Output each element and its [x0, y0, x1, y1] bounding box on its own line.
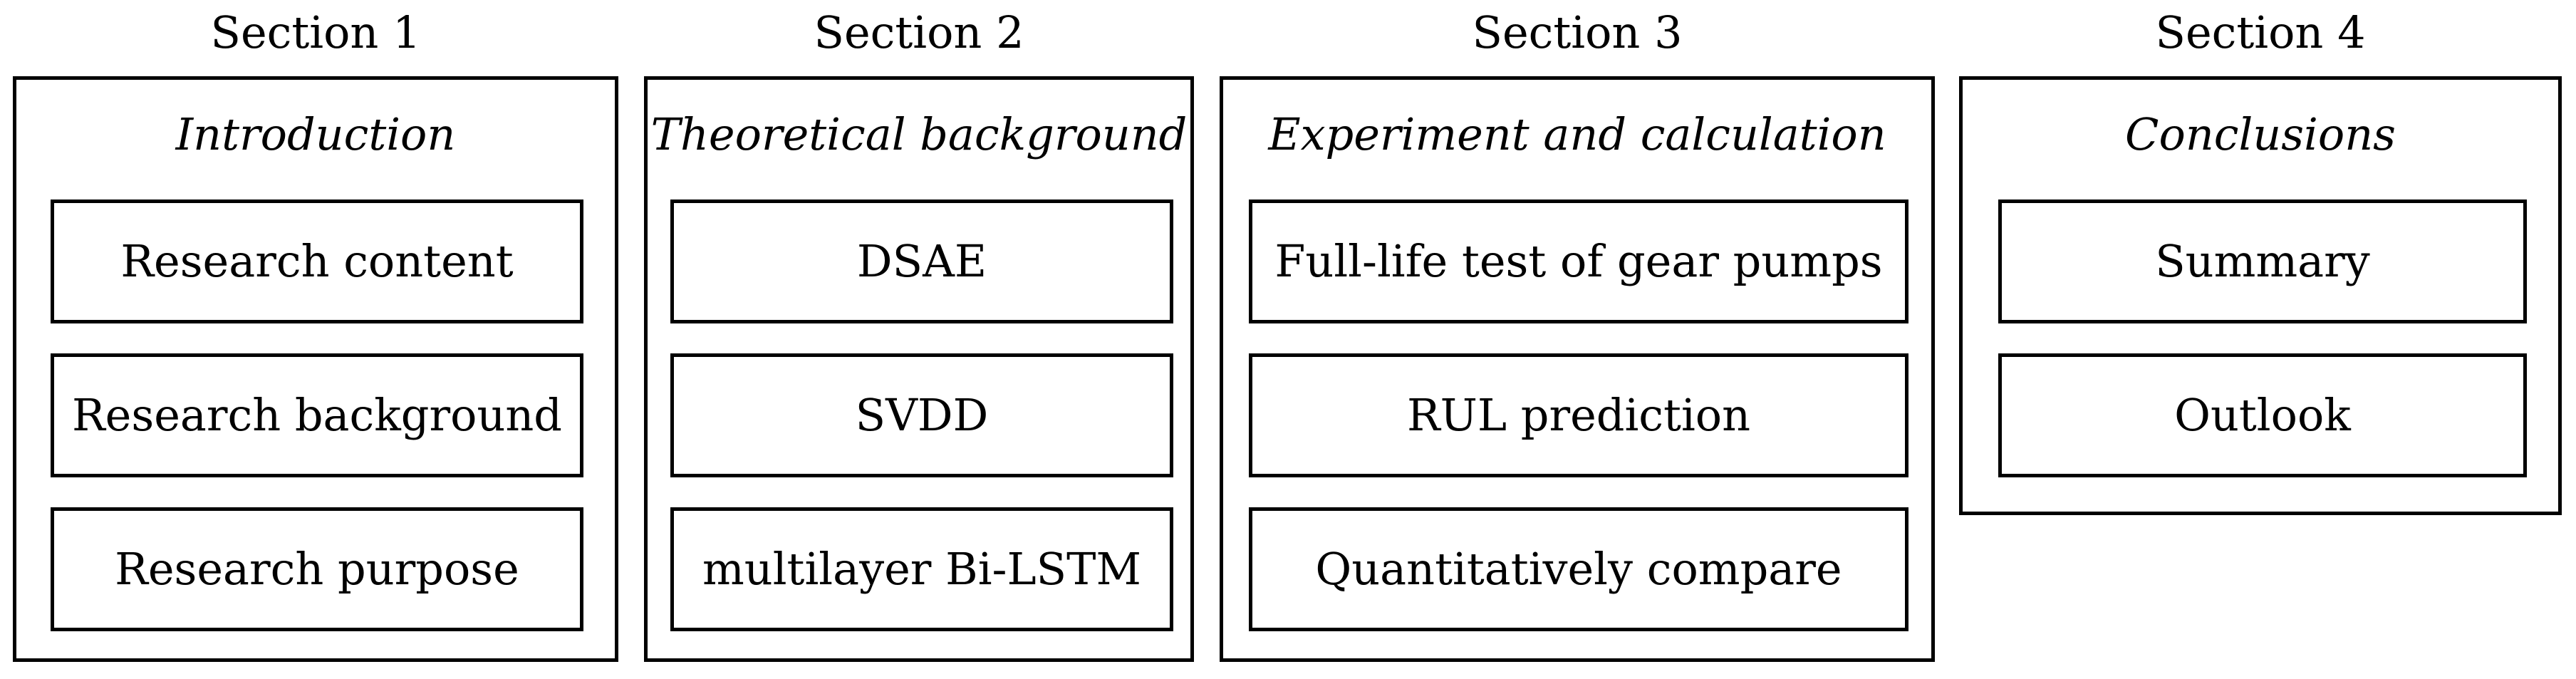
section-1-item-research-background: Research background	[51, 353, 583, 477]
section-1-subtitle: Introduction	[175, 108, 456, 160]
section-1-item-research-purpose: Research purpose	[51, 507, 583, 631]
section-3-item-quantitatively-compare: Quantitatively compare	[1249, 507, 1908, 631]
section-2-panel: Theoretical background DSAE SVDD multila…	[644, 76, 1194, 662]
section-1-item-research-content: Research content	[51, 199, 583, 323]
section-2-item-svdd: SVDD	[670, 353, 1173, 477]
section-3-panel: Experiment and calculation Full-life tes…	[1220, 76, 1935, 662]
section-1-panel: Introduction Research content Research b…	[13, 76, 618, 662]
section-4-heading: Section 4	[2155, 6, 2366, 58]
section-4-subtitle: Conclusions	[2125, 108, 2396, 160]
section-1-heading: Section 1	[210, 6, 421, 58]
section-2-subtitle: Theoretical background	[650, 108, 1188, 160]
section-4-item-summary: Summary	[1998, 199, 2527, 323]
section-2-item-bi-lstm: multilayer Bi-LSTM	[670, 507, 1173, 631]
section-3-heading: Section 3	[1472, 6, 1683, 58]
section-3-subtitle: Experiment and calculation	[1268, 108, 1886, 160]
section-3-item-full-life-test: Full-life test of gear pumps	[1249, 199, 1908, 323]
section-4-panel: Conclusions Summary Outlook	[1959, 76, 2562, 515]
section-4-item-outlook: Outlook	[1998, 353, 2527, 477]
section-2-heading: Section 2	[814, 6, 1024, 58]
section-3-item-rul-prediction: RUL prediction	[1249, 353, 1908, 477]
section-2-item-dsae: DSAE	[670, 199, 1173, 323]
